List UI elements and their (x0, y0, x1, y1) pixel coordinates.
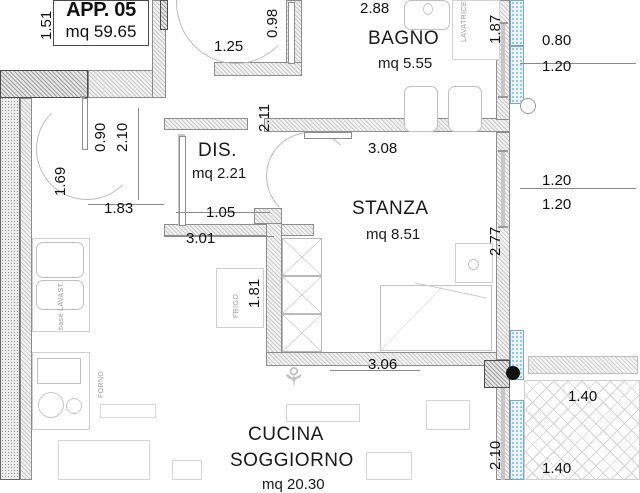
room-area-label-dis: mq 2.21 (192, 165, 247, 182)
dim-right-d: 1.20 (542, 196, 572, 213)
room-label-bagno: BAGNO (368, 28, 440, 49)
dim-dis-3: 3.01 (186, 230, 216, 247)
door-swing-arc-stanza (266, 132, 354, 220)
wall-right-insulation-b (510, 46, 524, 104)
title-block: APP. 05 mq 59.65 (53, 0, 149, 46)
wall-stanza-left-top (254, 208, 282, 224)
dim-top-door: 1.25 (214, 38, 244, 55)
door-leaf-stanza[interactable] (304, 132, 352, 139)
dim-left-1: 1.69 (52, 166, 69, 196)
bed-duvet-fold (382, 287, 442, 349)
side-table (172, 460, 202, 480)
dimline-dis-w (176, 212, 270, 213)
pipe-riser-circle (520, 98, 536, 114)
fridge-unit (216, 268, 264, 328)
hob-burner-small (66, 398, 82, 414)
bidet-bagno (448, 86, 482, 132)
dim-stanza-bottom: 3.06 (368, 356, 398, 373)
terrace-parapet (528, 356, 638, 374)
dim-bagno-width: 2.88 (360, 0, 390, 17)
window-right-a-top (498, 22, 508, 24)
kitchen-sink-basin-1 (36, 242, 84, 278)
dim-right-c: 1.20 (542, 172, 572, 189)
wall-right-insulation-d (510, 400, 524, 480)
door-leaf-top[interactable] (288, 2, 295, 64)
room-label-soggiorno: SOGGIORNO (230, 450, 354, 471)
window-right-a-glass (501, 24, 505, 96)
wall-right-insulation-a (510, 0, 524, 46)
door-leaf-dis[interactable] (179, 136, 186, 226)
dimline-left-bottom (88, 204, 164, 205)
wall-horizontal-dis-top (164, 118, 248, 130)
room-label-dis: DIS. (198, 140, 237, 161)
dimlinev-left-169 (138, 108, 139, 200)
sink-bagno-basin (423, 3, 433, 15)
window-right-b-bottom (498, 226, 508, 228)
wc-bagno (404, 86, 438, 132)
wall-top-mid (214, 62, 302, 76)
forno-label: FORNO (98, 370, 105, 398)
dim-top-door-vertical: 0.98 (264, 8, 281, 38)
room-label-cucina: CUCINA (248, 424, 324, 445)
dimline-right-b (520, 188, 636, 189)
dimline-stanza-bottom (330, 370, 420, 371)
wall-right-mid (496, 132, 510, 360)
oven-door (37, 358, 81, 384)
armchair-2 (426, 400, 470, 430)
plant-icon: ⚘ (282, 362, 306, 392)
console-table (100, 404, 156, 418)
window-right-c-glass (501, 384, 505, 480)
dim-left-bottom: 1.83 (104, 200, 134, 217)
dim-dis-vertical: 2.11 (256, 103, 273, 132)
hob-burner-large (38, 392, 64, 418)
dim-stanza-top: 3.08 (368, 140, 398, 157)
washing-machine (452, 0, 500, 60)
frigo-label: FRIGO (233, 293, 240, 318)
wall-exterior-left-inner (20, 98, 32, 480)
dim-bagno-right-vertical: 1.87 (487, 14, 504, 44)
apartment-label: APP. 05 (66, 0, 136, 21)
room-area-label-stanza: mq 8.51 (366, 226, 421, 243)
dim-door-height-left: 2.10 (114, 122, 131, 152)
dim-right-f: 1.40 (542, 460, 572, 477)
wall-stanza-left (266, 208, 282, 360)
sofa (58, 440, 150, 480)
dim-door-width-left: 0.90 (92, 122, 109, 152)
apartment-area: mq 59.65 (65, 22, 137, 41)
sideboard (286, 404, 360, 422)
door-jamb-left-a (80, 96, 85, 98)
door-swing-arc-left (36, 98, 138, 200)
armchair-1 (366, 452, 412, 480)
dim-bottom-right-vertical: 2.10 (487, 440, 504, 470)
window-right-a-bottom (498, 96, 508, 98)
lavatrice-label: LAVATRICE (461, 1, 468, 42)
wall-top-left-stub (0, 70, 88, 98)
wardrobe-panel-2 (282, 276, 322, 314)
room-label-stanza: STANZA (352, 198, 429, 219)
wall-entry-stub (160, 0, 168, 30)
terrace-tiled-area (524, 380, 640, 480)
window-right-b-glass (501, 152, 505, 226)
dim-right-a: 0.80 (542, 32, 572, 49)
room-area-label-bagno: mq 5.55 (378, 55, 433, 72)
room-area-label-cucina: mq 20.30 (262, 476, 325, 493)
wardrobe-panel-1 (282, 238, 322, 276)
dim-frigo-vertical: 1.81 (246, 278, 263, 308)
dim-right-b: 1.20 (542, 58, 572, 75)
column-marker-dot (506, 366, 520, 380)
wardrobe-panel-3 (282, 314, 322, 352)
dim-stanza-right-vertical: 2.77 (487, 226, 504, 256)
nightstand-lamp (468, 259, 479, 270)
structural-column-bottom-right (484, 360, 510, 388)
lavastoviglie-label: base LAVAST. (58, 281, 65, 330)
window-right-b-top (498, 150, 508, 152)
dim-dis-width: 1.05 (206, 204, 236, 221)
dim-right-e: 1.40 (568, 388, 598, 405)
dimline-dis-3 (164, 236, 274, 237)
wall-exterior-left (0, 72, 20, 480)
dimline-right-a (520, 63, 636, 64)
kitchen-sink-basin-2 (36, 280, 84, 310)
